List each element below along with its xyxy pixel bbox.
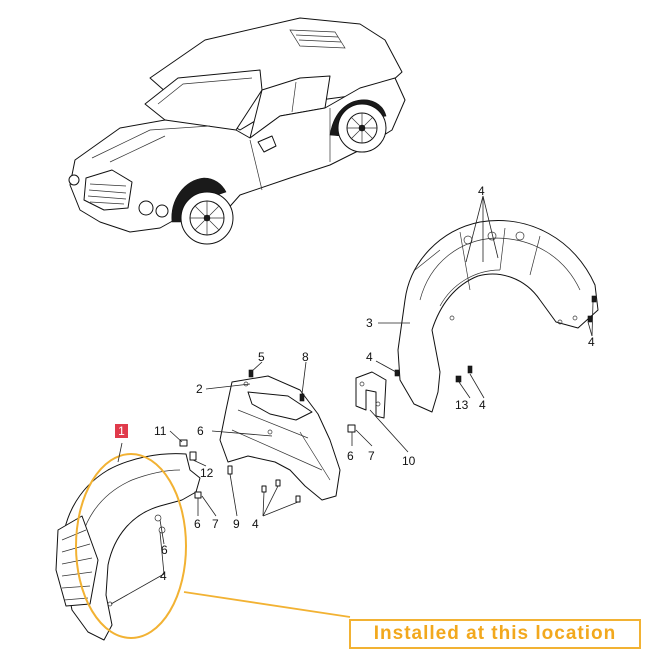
callout-11: 11 (154, 424, 167, 438)
callout-6: 6 (197, 424, 204, 438)
part-1-marker: 1 (115, 424, 128, 438)
install-location-ring (75, 453, 187, 639)
callout-10: 10 (402, 454, 416, 468)
callout-7: 7 (212, 517, 219, 531)
callout-6: 6 (347, 449, 354, 463)
leader-lines (110, 195, 594, 605)
callout-7: 7 (368, 449, 375, 463)
callout-13: 13 (455, 398, 469, 412)
callout-2: 2 (196, 382, 203, 396)
callout-4: 4 (160, 569, 167, 583)
install-location-pointer (183, 591, 351, 618)
callout-4: 4 (252, 517, 259, 531)
callout-3: 3 (366, 316, 373, 330)
install-location-caption: Installed at this location (349, 619, 641, 649)
car-illustration (68, 17, 406, 245)
callout-4: 4 (478, 184, 485, 198)
part-1-front-arch-liner (55, 453, 201, 641)
part-10-bracket (355, 371, 387, 419)
callout-9: 9 (233, 517, 240, 531)
callout-6: 6 (194, 517, 201, 531)
callout-5: 5 (258, 350, 265, 364)
callout-6: 6 (161, 543, 168, 557)
callout-12: 12 (200, 466, 214, 480)
fasteners (179, 295, 597, 503)
callout-1: 1 (118, 424, 125, 438)
callout-4: 4 (479, 398, 486, 412)
callout-8: 8 (302, 350, 309, 364)
callout-labels: 4 3 4 5 8 4 2 13 4 11 6 6 7 10 12 6 7 9 … (154, 184, 595, 583)
callout-4: 4 (588, 335, 595, 349)
part-3-rear-arch-liner (397, 220, 599, 413)
callout-4: 4 (366, 350, 373, 364)
part-2-front-liner (219, 375, 341, 501)
